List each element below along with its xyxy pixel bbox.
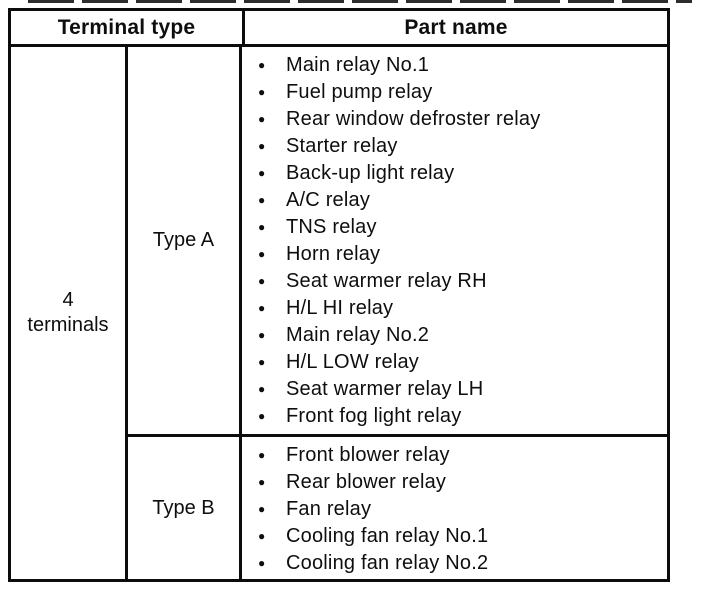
table-row-type-b: Type B ● Front blower relay bbox=[128, 437, 667, 579]
bullet-icon: ● bbox=[258, 448, 266, 462]
part-name-text: Cooling fan relay No.2 bbox=[286, 552, 489, 574]
part-name-text: Cooling fan relay No.1 bbox=[286, 525, 489, 547]
list-item: ● H/L LOW relay bbox=[242, 349, 667, 376]
bullet-icon: ● bbox=[258, 274, 266, 288]
list-item: ● Back-up light relay bbox=[242, 160, 667, 187]
part-name-text: Front fog light relay bbox=[286, 405, 462, 427]
list-item: ● Rear blower relay bbox=[242, 469, 667, 496]
header-part-name: Part name bbox=[404, 15, 508, 39]
list-item: ● Front blower relay bbox=[242, 442, 667, 469]
part-name-text: Main relay No.1 bbox=[286, 54, 430, 76]
part-name-text: Back-up light relay bbox=[286, 162, 455, 184]
list-item: ● Seat warmer relay RH bbox=[242, 268, 667, 295]
terminal-group-cell: 4 terminals bbox=[11, 47, 128, 579]
bullet-icon: ● bbox=[258, 328, 266, 342]
part-name-text: H/L LOW relay bbox=[286, 351, 420, 373]
list-item: ● Seat warmer relay LH bbox=[242, 376, 667, 403]
bullet-icon: ● bbox=[258, 247, 266, 261]
bullet-icon: ● bbox=[258, 502, 266, 516]
terminal-count: 4 bbox=[62, 289, 74, 311]
type-b-label: Type B bbox=[128, 437, 242, 579]
bullet-icon: ● bbox=[258, 382, 266, 396]
type-a-parts-cell: ● Main relay No.1 ● Fuel pump relay bbox=[242, 47, 667, 434]
list-item: ● Fuel pump relay bbox=[242, 79, 667, 106]
list-item: ● Cooling fan relay No.2 bbox=[242, 550, 667, 577]
part-name-text: A/C relay bbox=[286, 189, 371, 211]
table-row-type-a: Type A ● Main relay No.1 ● bbox=[128, 47, 667, 437]
list-item: ● Main relay No.1 bbox=[242, 52, 667, 79]
table-body: 4 terminals Type A ● Main relay No.1 bbox=[11, 47, 667, 579]
part-name-text: Front blower relay bbox=[286, 444, 450, 466]
part-name-text: Seat warmer relay LH bbox=[286, 378, 484, 400]
bullet-icon: ● bbox=[258, 556, 266, 570]
bullet-icon: ● bbox=[258, 301, 266, 315]
list-item: ● H/L HI relay bbox=[242, 295, 667, 322]
part-name-text: Fuel pump relay bbox=[286, 81, 433, 103]
bullet-icon: ● bbox=[258, 193, 266, 207]
relay-terminal-table: Terminal type Part name 4 terminals Type… bbox=[8, 8, 670, 582]
bullet-icon: ● bbox=[258, 529, 266, 543]
type-b-parts-cell: ● Front blower relay ● Rear blower relay bbox=[242, 437, 667, 579]
part-name-text: Seat warmer relay RH bbox=[286, 270, 487, 292]
part-name-text: Main relay No.2 bbox=[286, 324, 430, 346]
part-name-text: Starter relay bbox=[286, 135, 398, 157]
type-a-parts-list: ● Main relay No.1 ● Fuel pump relay bbox=[242, 52, 667, 430]
bullet-icon: ● bbox=[258, 220, 266, 234]
scan-artifact-line bbox=[28, 0, 692, 3]
list-item: ● Main relay No.2 bbox=[242, 322, 667, 349]
bullet-icon: ● bbox=[258, 355, 266, 369]
part-name-text: Rear window defroster relay bbox=[286, 108, 541, 130]
list-item: ● Horn relay bbox=[242, 241, 667, 268]
type-sections: Type A ● Main relay No.1 ● bbox=[128, 47, 667, 579]
terminal-count-label: terminals bbox=[27, 314, 109, 336]
bullet-icon: ● bbox=[258, 58, 266, 72]
part-name-text: Rear blower relay bbox=[286, 471, 447, 493]
list-item: ● Fan relay bbox=[242, 496, 667, 523]
bullet-icon: ● bbox=[258, 166, 266, 180]
bullet-icon: ● bbox=[258, 139, 266, 153]
part-name-text: H/L HI relay bbox=[286, 297, 394, 319]
part-name-text: Horn relay bbox=[286, 243, 381, 265]
list-item: ● Front fog light relay bbox=[242, 403, 667, 430]
list-item: ● Cooling fan relay No.1 bbox=[242, 523, 667, 550]
bullet-icon: ● bbox=[258, 112, 266, 126]
part-name-text: Fan relay bbox=[286, 498, 372, 520]
list-item: ● A/C relay bbox=[242, 187, 667, 214]
bullet-icon: ● bbox=[258, 85, 266, 99]
bullet-icon: ● bbox=[258, 475, 266, 489]
header-terminal-type: Terminal type bbox=[11, 11, 245, 44]
type-b-parts-list: ● Front blower relay ● Rear blower relay bbox=[242, 442, 667, 577]
list-item: ● TNS relay bbox=[242, 214, 667, 241]
type-a-label: Type A bbox=[128, 47, 242, 434]
part-name-text: TNS relay bbox=[286, 216, 377, 238]
table-header-row: Terminal type Part name bbox=[11, 11, 667, 47]
list-item: ● Starter relay bbox=[242, 133, 667, 160]
bullet-icon: ● bbox=[258, 409, 266, 423]
list-item: ● Rear window defroster relay bbox=[242, 106, 667, 133]
